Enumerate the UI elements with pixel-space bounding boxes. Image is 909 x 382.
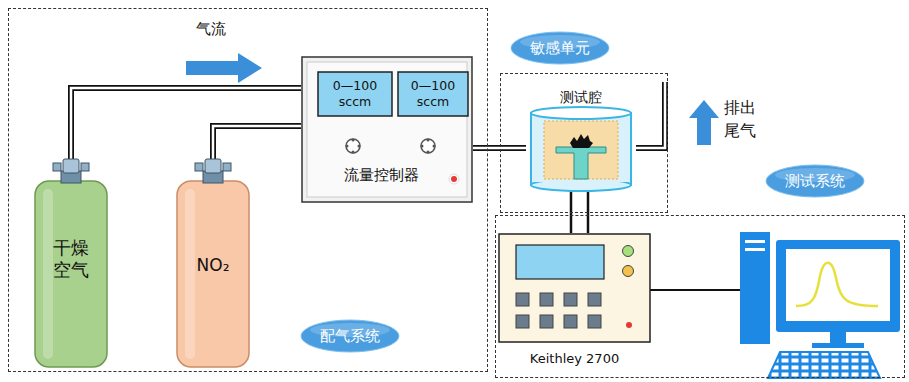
text-holder: 配气系统: [300, 319, 400, 353]
text-holder: 干燥空气: [33, 237, 109, 280]
node-text: 0—100 sccm: [331, 78, 379, 109]
exhaust-pipe-inner: [636, 82, 665, 148]
node-text: 配气系统: [320, 327, 380, 345]
flow-display: 0—100 sccm: [397, 71, 469, 117]
shape-outline: [498, 233, 651, 343]
flow-controller: 0—100 sccm 0—100 sccm 流量控制器: [301, 56, 473, 203]
node-text: 流量控制器: [301, 166, 461, 184]
node-text: Keithley 2700: [498, 351, 651, 367]
node-text: 干燥空气: [53, 237, 90, 280]
test-chamber: 测试腔: [526, 87, 636, 193]
node-text: 0—100 sccm: [409, 78, 457, 109]
flow-label: 气流: [196, 20, 226, 38]
exhaust-pipe: [636, 82, 665, 148]
gas-pipe: [213, 126, 301, 159]
text-holder: 敏感单元: [510, 31, 610, 65]
text-holder: 0—100 sccm: [397, 71, 469, 117]
node-text: 敏感单元: [530, 39, 590, 57]
text-holder: Keithley 2700: [498, 351, 651, 367]
text-holder: 测试腔: [526, 87, 636, 106]
node-text: 测试系统: [785, 172, 845, 190]
text-holder: NO₂: [175, 255, 251, 275]
keithley-meter: Keithley 2700: [498, 233, 651, 343]
node-text: 测试腔: [558, 89, 604, 106]
flow-display: 0—100 sccm: [317, 71, 393, 117]
no2-cylinder: NO₂: [175, 159, 251, 369]
gas-pipe: [71, 88, 301, 159]
text-holder: 排出 尾气: [724, 96, 761, 142]
text-holder: 0—100 sccm: [317, 71, 393, 117]
data-cable: [650, 289, 740, 291]
computer-icon: [740, 232, 900, 378]
gas-system-region: 干燥空气 NO₂ 0—100 sccm 0—100 sccm 流量控制器配气系统: [8, 8, 488, 372]
test-system-region: Keithley 2700测试系统: [495, 215, 905, 378]
sensing-unit-region: 测试腔敏感单元: [500, 73, 668, 213]
text-holder: 气流: [196, 20, 226, 38]
exhaust-label: 排出 尾气: [724, 96, 761, 142]
text-holder: 测试系统: [765, 164, 865, 198]
exhaust-arrow: [689, 100, 719, 145]
text-holder: 流量控制器: [301, 166, 461, 184]
air-cylinder: 干燥空气: [33, 159, 109, 369]
flow-arrow: [186, 53, 262, 83]
node-text: NO₂: [197, 255, 230, 275]
